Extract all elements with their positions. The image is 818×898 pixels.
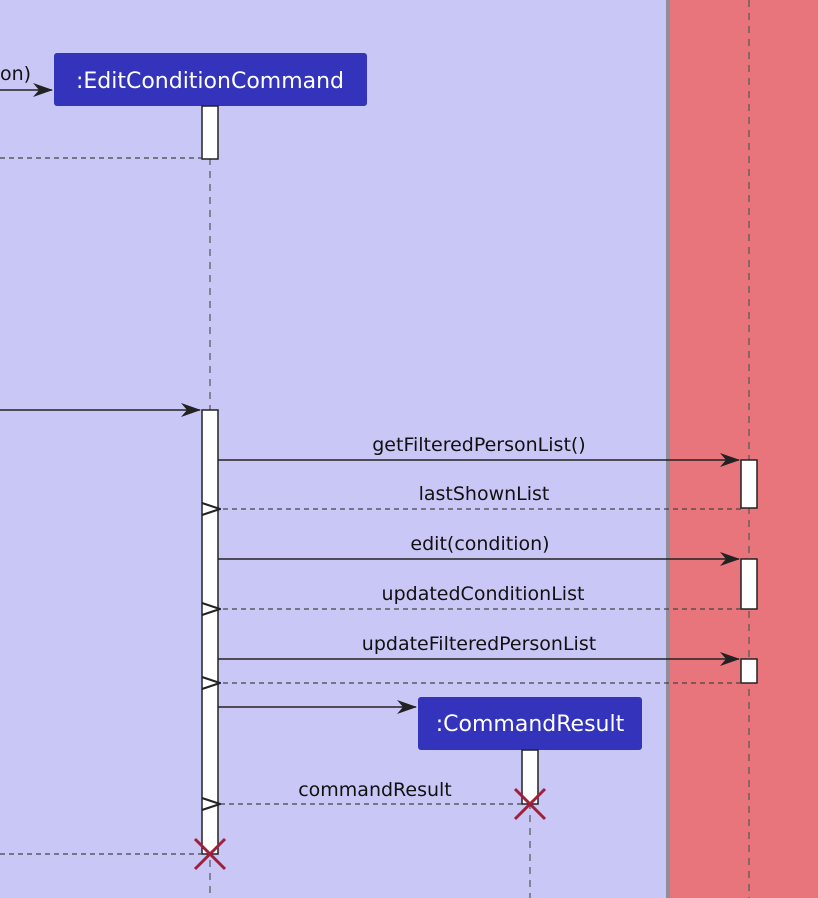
- message-update-filtered-person-list: updateFilteredPersonList: [218, 633, 740, 666]
- command-result-participant: :CommandResult: [418, 697, 642, 750]
- activation-bar-get-list: [740, 459, 758, 509]
- destroy-edit-condition-command-mark: [193, 837, 227, 871]
- message-constructor-label: on): [0, 63, 31, 85]
- activation-bar-execute: [201, 409, 219, 855]
- message-get-filtered-person-list: getFilteredPersonList(): [218, 434, 740, 467]
- message-get-filtered-person-list-label: getFilteredPersonList(): [372, 434, 585, 456]
- activation-bar-command-result: [521, 749, 539, 805]
- activation-bar-edit: [740, 558, 758, 610]
- edit-condition-command-participant: :EditConditionCommand: [54, 53, 367, 106]
- edit-condition-command-box: [54, 53, 367, 106]
- message-edit-condition: edit(condition): [218, 533, 740, 566]
- message-update-filtered-person-list-label: updateFilteredPersonList: [362, 633, 596, 655]
- command-result-label: :CommandResult: [436, 712, 625, 737]
- message-edit-condition-label: edit(condition): [410, 533, 549, 555]
- activation-bar-constructor: [201, 105, 219, 160]
- model-lane: [670, 0, 818, 898]
- activation-bar-update: [740, 658, 758, 684]
- message-constructor-call: on): [0, 63, 53, 97]
- message-command-result-label: commandResult: [298, 779, 452, 801]
- message-command-result-return: commandResult: [220, 779, 522, 804]
- message-last-shown-list-label: lastShownList: [419, 483, 550, 505]
- message-last-shown-list: lastShownList: [220, 483, 741, 509]
- message-updated-condition-list-label: updatedConditionList: [382, 583, 585, 605]
- lane-divider: [666, 0, 670, 898]
- destroy-command-result-mark: [513, 787, 547, 821]
- command-result-box: [418, 697, 642, 750]
- edit-condition-command-label: :EditConditionCommand: [76, 69, 344, 94]
- message-updated-condition-list: updatedConditionList: [220, 583, 741, 609]
